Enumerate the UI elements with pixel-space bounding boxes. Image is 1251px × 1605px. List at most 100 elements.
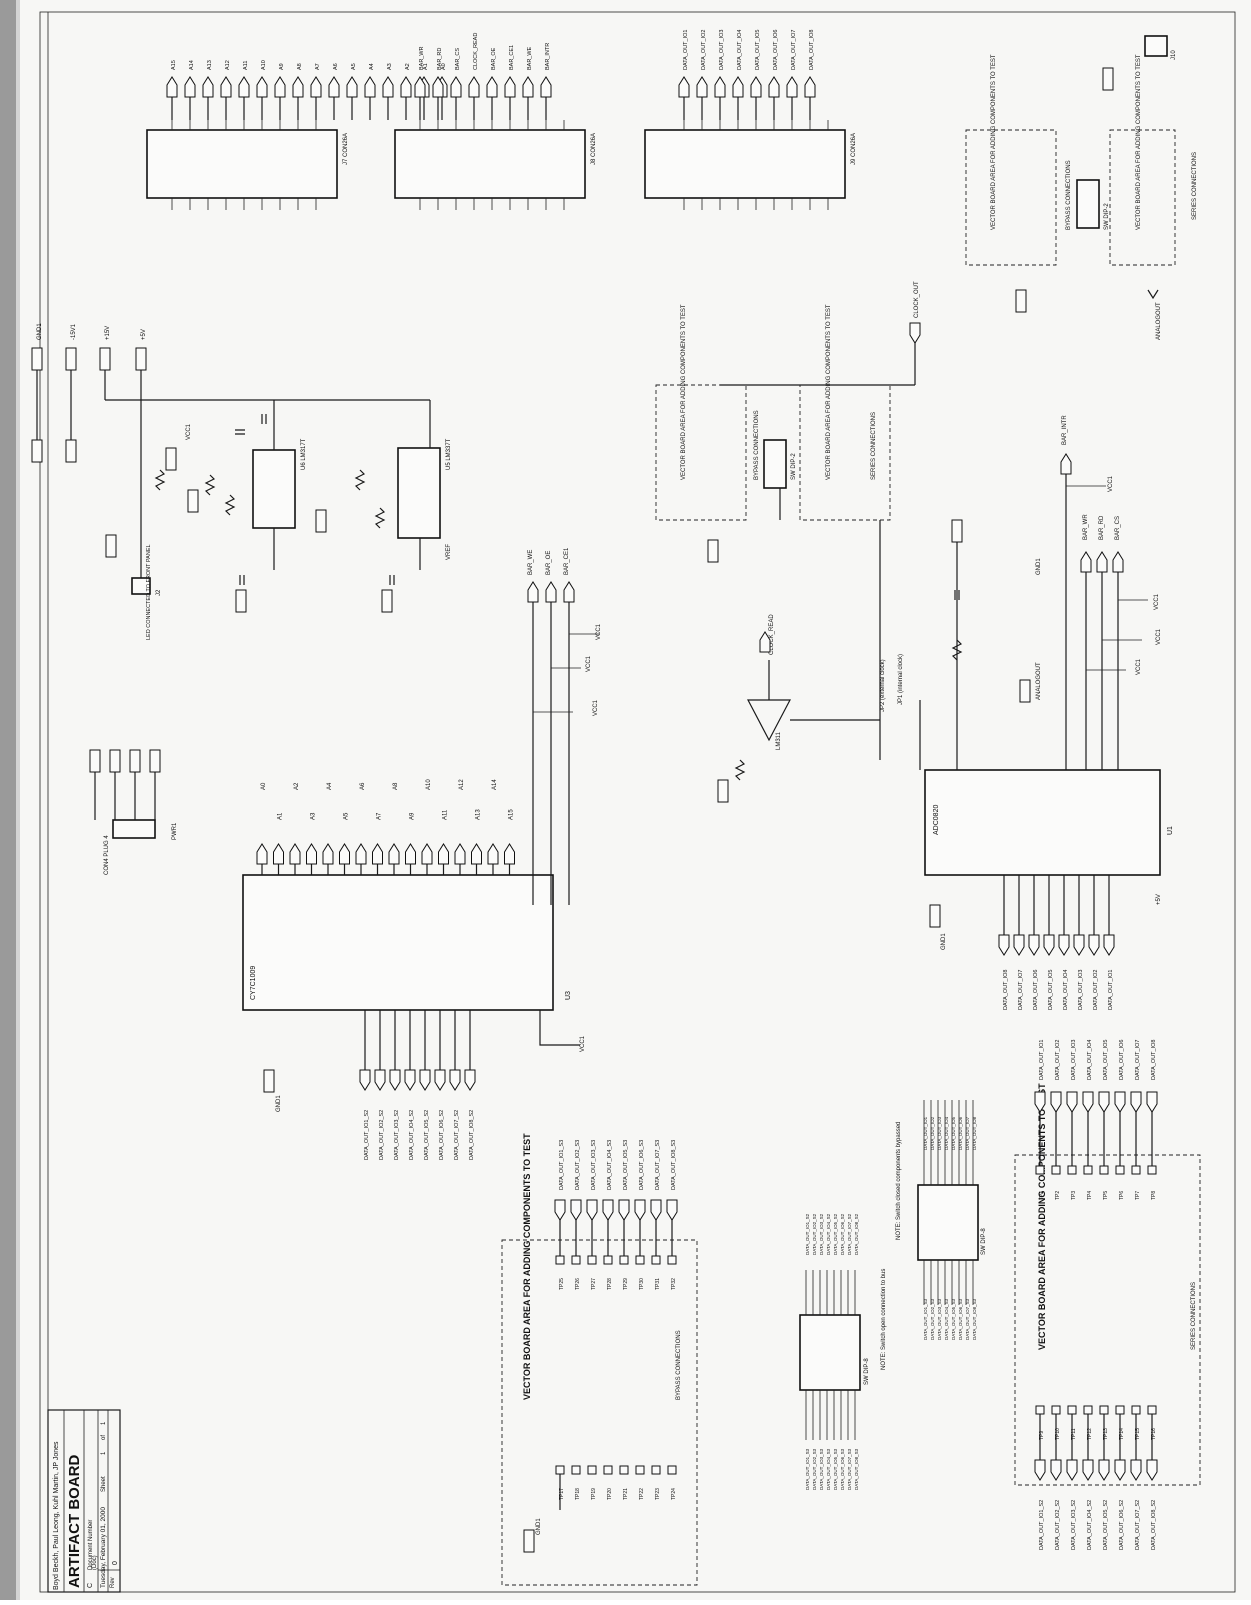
tp-c-gnd-label: GND1 (536, 1518, 542, 1535)
u3-io-label: DATA_OUT_IO7_S2 (454, 1110, 460, 1160)
pwr1-label: PWR1 (172, 822, 178, 840)
bar-rd-label: BAR_RD (1099, 515, 1105, 540)
note1-text: NOTE: Switch open connection to bus (881, 1269, 887, 1370)
tp-a-port (1146, 1091, 1158, 1113)
connector-net-label: A12 (225, 60, 231, 70)
u3-io-label: DATA_OUT_IO1_S2 (364, 1110, 370, 1160)
connector-port (768, 76, 780, 98)
dip-b-bot-net: DATA_OUT_IO5_S3 (833, 1448, 838, 1490)
tp-b-port (1146, 1459, 1158, 1481)
label-vref-reg: VREF (446, 544, 452, 560)
tp-d-port (666, 1199, 678, 1221)
dip-a-top-net: DATA_OUT_IO3 (937, 1116, 942, 1150)
tp-a-net: DATA_OUT_IO7 (1135, 1040, 1141, 1080)
connector-net-label: DATA_OUT_IO4 (737, 30, 743, 70)
bypass-label-top: BYPASS CONNECTIONS (1066, 160, 1072, 230)
u3-addr-label: A4 (327, 782, 333, 790)
tp-a-pad (1051, 1165, 1061, 1175)
connector-net-label: A6 (333, 63, 339, 70)
tp-c-label: TP24 (671, 1488, 677, 1500)
bypass-label-mid: BYPASS CONNECTIONS (754, 410, 760, 480)
connector-port (522, 76, 534, 98)
tp-a-pad (1115, 1165, 1125, 1175)
tp-b-pad (1115, 1405, 1125, 1415)
tp-d-label: TP25 (559, 1278, 565, 1290)
connector-port (364, 76, 376, 98)
dip-b-label: SW DIP-8 (864, 1358, 870, 1385)
tp-c-label: TP18 (575, 1488, 581, 1500)
vector-text-lr: VECTOR BOARD AREA FOR ADDING COMPONENTS … (1037, 1083, 1047, 1350)
u1-ref: U1 (1167, 826, 1174, 835)
tp-b-label: TP15 (1135, 1428, 1141, 1440)
dip-a-top-net: DATA_OUT_IO6 (958, 1116, 963, 1150)
u3-addr-label: A7 (377, 812, 383, 820)
u1-io-port (998, 934, 1010, 956)
tp-d-port (554, 1199, 566, 1221)
pwr1-connector: PWR1 CON4 PLUG 4 (89, 749, 178, 875)
connector-net-label: DATA_OUT_IO7 (791, 30, 797, 70)
tp-a-net: DATA_OUT_IO1 (1039, 1040, 1045, 1080)
tp-b-port (1082, 1459, 1094, 1481)
tp-d-pad (635, 1255, 645, 1265)
label-p5: +5V (141, 329, 147, 340)
tp-b-port (1098, 1459, 1110, 1481)
u3-io-port (389, 1069, 401, 1091)
vcc-intr: VCC1 (1108, 475, 1114, 492)
connector-port (400, 76, 412, 98)
u3-addr-port (289, 843, 301, 865)
scan-edge-shadow (16, 0, 20, 1600)
note2-text: NOTE: Switch closed components bypassed (896, 1122, 902, 1240)
tp-d-port (618, 1199, 630, 1221)
tp-a-label: TP5 (1103, 1191, 1109, 1200)
analogout-top: ANALOGOUT (1156, 302, 1162, 340)
vector-label-mid: VECTOR BOARD AREA FOR ADDING COMPONENTS … (826, 304, 832, 480)
tp-b-pad (1051, 1405, 1061, 1415)
connector-net-label: BAR_WE (527, 46, 533, 70)
tp-a-label: TP1 (1039, 1191, 1045, 1200)
tp-d-label: TP28 (607, 1278, 613, 1290)
connector-net-label: A3 (387, 63, 393, 70)
u3-io-label: DATA_OUT_IO4_S2 (409, 1110, 415, 1160)
u3-addr-label: A13 (476, 809, 482, 820)
clock-out-mid: CLOCK_OUT (914, 281, 920, 318)
vector-text-ll: VECTOR BOARD AREA FOR ADDING COMPONENTS … (522, 1133, 532, 1400)
tp-d-port (602, 1199, 614, 1221)
u1-io-label: DATA_OUT_IO6 (1033, 970, 1039, 1010)
u3-addr-port (454, 843, 466, 865)
connector-net-label: A5 (351, 63, 357, 70)
connector-net-label: BAR_INTR (545, 43, 551, 70)
connector-net-label: A8 (297, 63, 303, 70)
tp-d-label: TP30 (639, 1278, 645, 1290)
u3-addr-port (273, 843, 284, 865)
dip-b-bot-net: DATA_OUT_IO2_S3 (812, 1448, 817, 1490)
tp-b-label: TP10 (1055, 1428, 1061, 1440)
dip-b-bot-net: DATA_OUT_IO7_S3 (847, 1448, 852, 1490)
dip-b-bot-net: DATA_OUT_IO3_S3 (819, 1448, 824, 1490)
tp-d-port (586, 1199, 598, 1221)
tp-c-label: TP20 (607, 1488, 613, 1500)
u3-addr-label: A10 (426, 779, 432, 790)
dip-b-bot-net: DATA_OUT_IO1_S3 (805, 1448, 810, 1490)
tp-d-net: DATA_OUT_IO7_S3 (655, 1140, 661, 1190)
tp-c-label: TP21 (623, 1488, 629, 1500)
analogout-u1: ANALOGOUT (1036, 662, 1042, 700)
connector-body (146, 129, 338, 199)
u3-addr-port (421, 843, 433, 865)
u3-addr-port (405, 843, 416, 865)
connector-net-label: DATA_OUT_IO8 (809, 30, 815, 70)
connector-net-label: BAR_CS (455, 48, 461, 70)
pwr-pin-plus15 (99, 347, 111, 371)
vector-area-lower-left: VECTOR BOARD AREA FOR ADDING COMPONENTS … (501, 1133, 698, 1586)
tp-a-net: DATA_OUT_IO3 (1071, 1040, 1077, 1080)
tp-d-net: DATA_OUT_IO8_S3 (671, 1140, 677, 1190)
vector-area-lower-right: VECTOR BOARD AREA FOR ADDING COMPONENTS … (1014, 1083, 1201, 1486)
tp-b-label: TP11 (1071, 1428, 1077, 1440)
tp-a-label: TP7 (1135, 1191, 1141, 1200)
tp-a-pad (1083, 1165, 1093, 1175)
u3-io-label: DATA_OUT_IO6_S2 (439, 1110, 445, 1160)
tp-b-pad (1083, 1405, 1093, 1415)
tp-d-port (570, 1199, 582, 1221)
